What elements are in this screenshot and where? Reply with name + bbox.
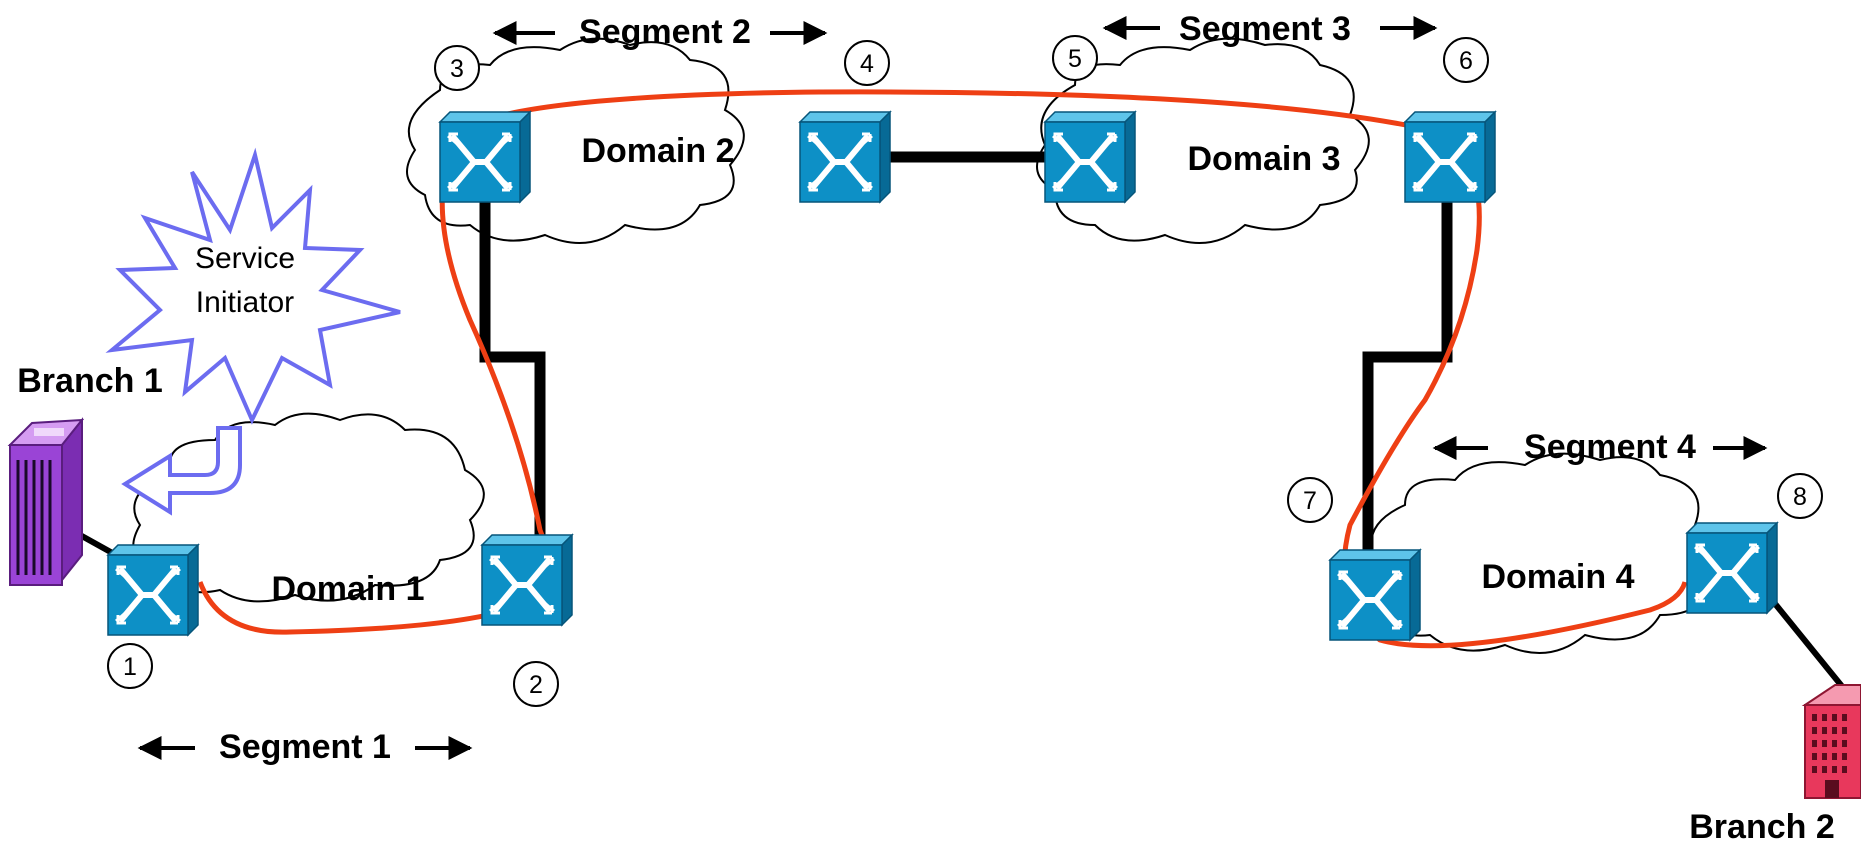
node-5: 5 <box>1052 35 1098 81</box>
link-2-3 <box>479 190 546 555</box>
svg-text:5: 5 <box>1068 45 1082 73</box>
switch-7 <box>1330 550 1420 640</box>
node-4: 4 <box>844 40 890 86</box>
svg-text:3: 3 <box>450 55 464 83</box>
node-6: 6 <box>1443 37 1489 83</box>
service-initiator-line1: Service <box>195 242 295 275</box>
segment-4-label: Segment 4 <box>1524 428 1696 466</box>
node-2: 2 <box>513 661 559 707</box>
switch-4 <box>800 112 890 202</box>
link-6-7 <box>1362 190 1453 550</box>
switch-8 <box>1687 523 1777 613</box>
service-initiator-line2: Initiator <box>196 286 294 319</box>
segment-4: Segment 4 <box>1432 428 1768 466</box>
segment-2-label: Segment 2 <box>579 13 751 51</box>
node-1: 1 <box>107 643 153 689</box>
domain-2-label: Domain 2 <box>581 132 734 170</box>
interdomain-links <box>78 151 1848 692</box>
node-7: 7 <box>1287 477 1333 523</box>
switch-2 <box>482 535 572 625</box>
node-3: 3 <box>434 45 480 91</box>
building-icon <box>1801 684 1861 799</box>
domain-1-label: Domain 1 <box>271 570 424 608</box>
svg-text:2: 2 <box>529 671 543 699</box>
segment-1-label: Segment 1 <box>219 728 391 766</box>
branch-1-label: Branch 1 <box>17 362 163 400</box>
switch-6 <box>1405 112 1495 202</box>
switch-5 <box>1045 112 1135 202</box>
svg-text:4: 4 <box>860 50 874 78</box>
server-icon <box>7 417 85 586</box>
initiator-arrow <box>121 426 242 516</box>
node-8: 8 <box>1777 473 1823 519</box>
segment-2: Segment 2 <box>492 13 828 51</box>
svg-text:7: 7 <box>1303 487 1317 515</box>
switch-1 <box>108 545 198 635</box>
svg-text:1: 1 <box>123 653 137 681</box>
domain-4-label: Domain 4 <box>1481 558 1634 596</box>
starburst-icon: Service Initiator <box>105 147 401 425</box>
svg-text:6: 6 <box>1459 47 1473 75</box>
svg-text:8: 8 <box>1793 483 1807 511</box>
segment-3-label: Segment 3 <box>1179 10 1351 48</box>
segment-1: Segment 1 <box>137 728 473 766</box>
link-8-branch2 <box>1769 598 1848 692</box>
switch-3 <box>440 112 530 202</box>
branch-2-label: Branch 2 <box>1689 808 1835 846</box>
segment-3: Segment 3 <box>1102 10 1438 48</box>
domain-3-label: Domain 3 <box>1187 140 1340 178</box>
